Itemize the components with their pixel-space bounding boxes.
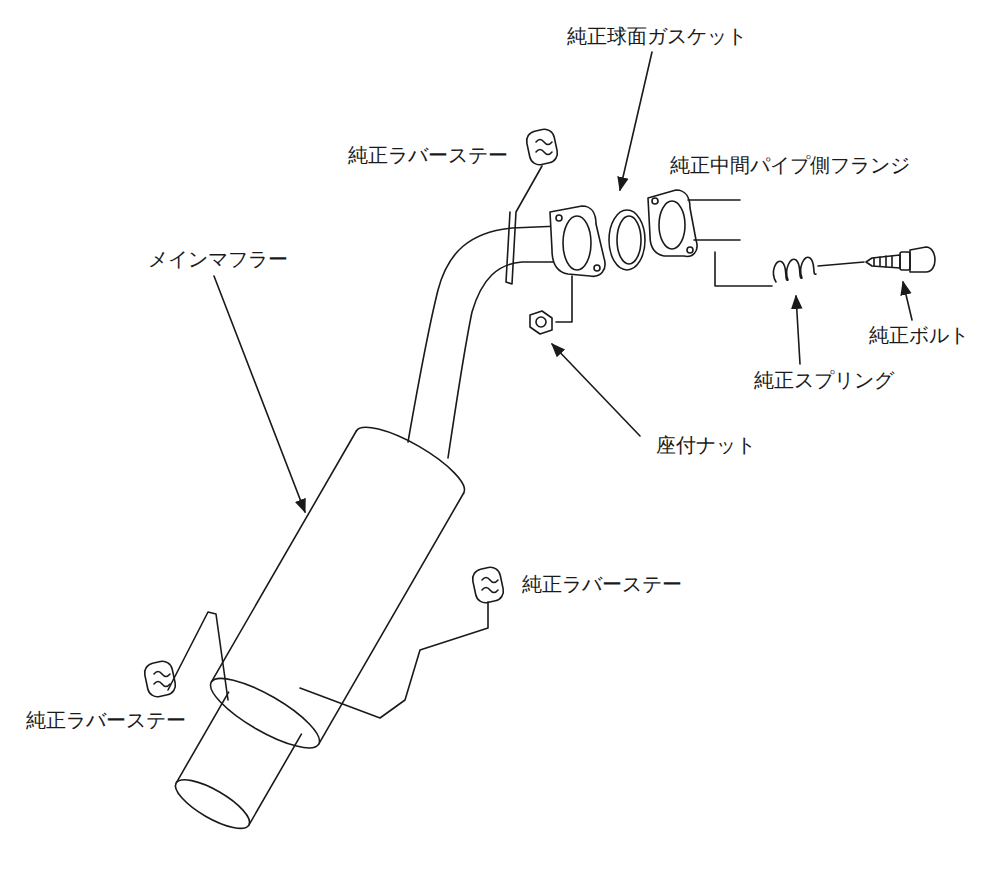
hanger-rod (168, 612, 228, 700)
part-label: 純正ラバーステー (520, 572, 684, 596)
inlet-pipe (448, 262, 566, 458)
part-label: 純正ラバーステー (346, 143, 510, 167)
rubber-stay (525, 127, 559, 166)
part-label: 純正ラバーステー (24, 708, 188, 732)
nut (530, 311, 552, 334)
part-label: メインマフラー (146, 247, 290, 271)
muffler-body (152, 415, 473, 847)
inlet-pipe (408, 226, 560, 442)
hanger-rod (300, 602, 488, 718)
muffler-flange (550, 206, 605, 276)
part-label: 純正スプリング (752, 368, 896, 392)
part-label: 純正中間パイプ側フランジ (668, 153, 912, 177)
rubber-stay (471, 565, 505, 604)
part-label: 座付ナット (654, 433, 758, 457)
part-label: 純正ボルト (867, 323, 971, 347)
rubber-stay (143, 659, 177, 698)
hanger-rod (506, 166, 542, 284)
spring (774, 257, 816, 282)
gasket (609, 210, 645, 270)
bolt (866, 247, 935, 272)
part-label: 純正球面ガスケット (565, 24, 749, 48)
